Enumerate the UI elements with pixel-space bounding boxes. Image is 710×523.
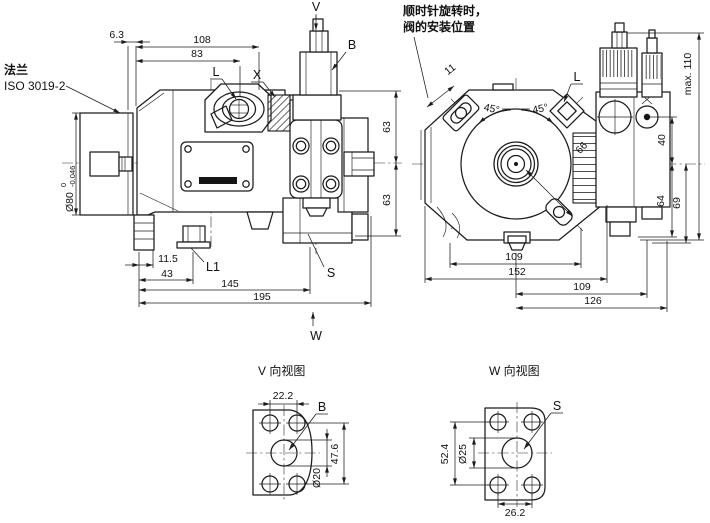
port-l1-label: L1 [206, 260, 220, 274]
side-view-drain-plug-l1 [176, 225, 211, 249]
dim-63-bottom: 63 [381, 194, 393, 206]
view-arrow-v-label: V [312, 0, 321, 14]
flange-note-line1: 法兰 [4, 62, 28, 77]
side-view-dimensions: 6.3 108 83 63 63 Ø80 0 -0.046 [59, 29, 401, 307]
dim-6-3: 6.3 [109, 29, 124, 41]
port-x-label: X [253, 68, 262, 82]
view-w-port-s-label: S [553, 399, 561, 413]
view-w-title: W 向视图 [489, 363, 540, 378]
view-w-dimensions: 52.4 Ø25 26.2 S [439, 399, 563, 519]
rear-view: 45° 45° 66 11 max. 110 40 64 69 [412, 22, 705, 312]
flange-note-leader [65, 85, 121, 114]
dim-22-2: 22.2 [273, 390, 294, 402]
flange-note-line2: ISO 3019-2 [4, 79, 66, 93]
rear-view-port-l-lug [549, 93, 585, 129]
side-view-control-valve [289, 18, 343, 217]
notes: 法兰 ISO 3019-2 顺时针旋转时， 阀的安装位置 [4, 3, 487, 114]
view-v-title: V 向视图 [258, 363, 305, 378]
detail-view-w: W 向视图 52.4 Ø25 26.2 S [439, 363, 563, 519]
rear-view-valve-block [572, 22, 671, 237]
side-view-port-l-boss [204, 83, 272, 133]
dim-shaft-tol-lower: -0.046 [68, 166, 77, 187]
rotation-note-leader [413, 36, 429, 99]
dim-52-4: 52.4 [439, 444, 451, 465]
detail-view-v: V 向视图 22.2 47.6 Ø20 B [246, 363, 349, 500]
dim-40: 40 [656, 134, 668, 146]
dim-109-flange: 109 [505, 251, 523, 263]
dim-11-5: 11.5 [158, 253, 178, 265]
dim-43: 43 [161, 268, 173, 280]
dim-47-6: 47.6 [329, 444, 341, 465]
view-v-dimensions: 22.2 47.6 Ø20 B [258, 390, 349, 488]
dim-max-110: max. 110 [682, 53, 694, 96]
dim-83: 83 [191, 48, 203, 60]
dim-145: 145 [221, 278, 239, 290]
dim-45-left: 45° [483, 102, 501, 117]
dim-shaft-diameter: Ø80 [64, 192, 76, 212]
rear-view-drain-boss [503, 231, 531, 251]
dim-26-2: 26.2 [505, 507, 526, 519]
dim-o25: Ø25 [457, 444, 469, 464]
side-view-nameplate [180, 141, 254, 192]
dim-shaft-tol-upper: 0 [59, 183, 68, 187]
dim-45-right: 45° [531, 102, 549, 117]
dim-152: 152 [508, 266, 526, 278]
rotation-note-line1: 顺时针旋转时， [403, 3, 487, 18]
view-w-bolt-holes [487, 411, 543, 496]
dim-126: 126 [584, 295, 602, 307]
side-view: 6.3 108 83 63 63 Ø80 0 -0.046 [59, 0, 402, 343]
dim-195: 195 [253, 291, 271, 303]
port-l-label: L [213, 65, 220, 79]
side-view-end-cover [337, 117, 375, 213]
dim-o20: Ø20 [311, 468, 323, 488]
view-v-port-b-label: B [318, 400, 326, 414]
dim-63-top: 63 [381, 121, 393, 133]
dim-11: 11 [442, 61, 458, 77]
dim-69: 69 [671, 197, 683, 209]
rear-view-dimensions: 45° 45° 66 11 max. 110 40 64 69 [424, 32, 704, 312]
rotation-note-line2: 阀的安装位置 [403, 19, 475, 34]
dim-109-valve: 109 [573, 281, 591, 293]
port-s-label: S [327, 266, 335, 280]
side-view-drive-shaft [89, 151, 133, 177]
port-b-label: B [348, 38, 356, 52]
view-v-bolt-holes [259, 412, 308, 495]
dim-108: 108 [193, 34, 211, 46]
side-view-port-labels: V W L X B S L1 [190, 0, 356, 343]
rear-port-l-label: L [574, 70, 581, 84]
view-arrow-w-label: W [310, 329, 322, 343]
dim-64: 64 [655, 195, 667, 207]
rear-view-port-labels: L [563, 70, 583, 103]
